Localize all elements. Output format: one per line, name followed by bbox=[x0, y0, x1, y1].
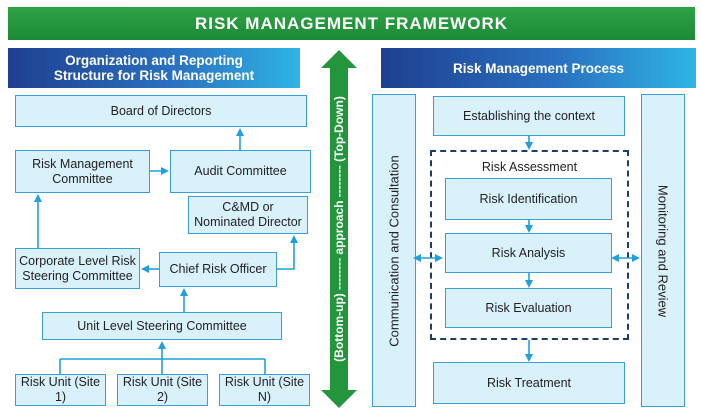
monitoring-review-box: Monitoring and Review bbox=[641, 94, 685, 407]
corporate-level-risk-steering-committee-box: Corporate Level Risk Steering Committee bbox=[15, 248, 140, 289]
communication-consultation-box: Communication and Consultation bbox=[372, 94, 416, 407]
org-structure-header-line1: Organization and Reporting bbox=[65, 53, 243, 68]
risk-assessment-label: Risk Assessment bbox=[479, 160, 580, 174]
chief-risk-officer-box: Chief Risk Officer bbox=[159, 252, 277, 287]
unit-level-steering-committee-box: Unit Level Steering Committee bbox=[42, 312, 282, 340]
org-structure-header-line2: Structure for Risk Management bbox=[53, 68, 255, 83]
cmd-or-nominated-director-box: C&MD or Nominated Director bbox=[188, 196, 308, 234]
risk-analysis-box: Risk Analysis bbox=[445, 233, 612, 273]
corporate-line1: Corporate Level Risk bbox=[19, 253, 136, 268]
establishing-context-box: Establishing the context bbox=[433, 96, 625, 136]
risk-assessment-label-holder: Risk Assessment bbox=[430, 160, 629, 174]
board-of-directors-box: Board of Directors bbox=[15, 95, 307, 127]
framework-title: RISK MANAGEMENT FRAMEWORK bbox=[8, 7, 695, 40]
risk-treatment-box: Risk Treatment bbox=[433, 362, 625, 404]
risk-management-committee-box: Risk Management Committee bbox=[15, 150, 150, 193]
org-structure-header: Organization and Reporting Structure for… bbox=[8, 48, 300, 88]
arrow-cro-to-cmd bbox=[277, 235, 298, 270]
corporate-line2: Steering Committee bbox=[22, 268, 133, 283]
risk-management-committee-line2: Committee bbox=[52, 171, 113, 186]
cmd-line1: C&MD or bbox=[222, 200, 274, 214]
risk-unit-site-2-box: Risk Unit (Site 2) bbox=[117, 374, 208, 406]
audit-committee-box: Audit Committee bbox=[170, 150, 311, 193]
approach-double-arrow bbox=[321, 50, 357, 408]
risk-evaluation-box: Risk Evaluation bbox=[445, 288, 612, 328]
risk-unit-site-1-box: Risk Unit (Site 1) bbox=[15, 374, 106, 406]
risk-identification-box: Risk Identification bbox=[445, 178, 612, 220]
process-header: Risk Management Process bbox=[381, 48, 696, 88]
risk-unit-site-n-box: Risk Unit (Site N) bbox=[219, 374, 310, 406]
risk-assessment-dashed-frame bbox=[430, 150, 629, 340]
cmd-line2: Nominated Director bbox=[194, 215, 302, 229]
risk-management-committee-line1: Risk Management bbox=[32, 156, 133, 171]
